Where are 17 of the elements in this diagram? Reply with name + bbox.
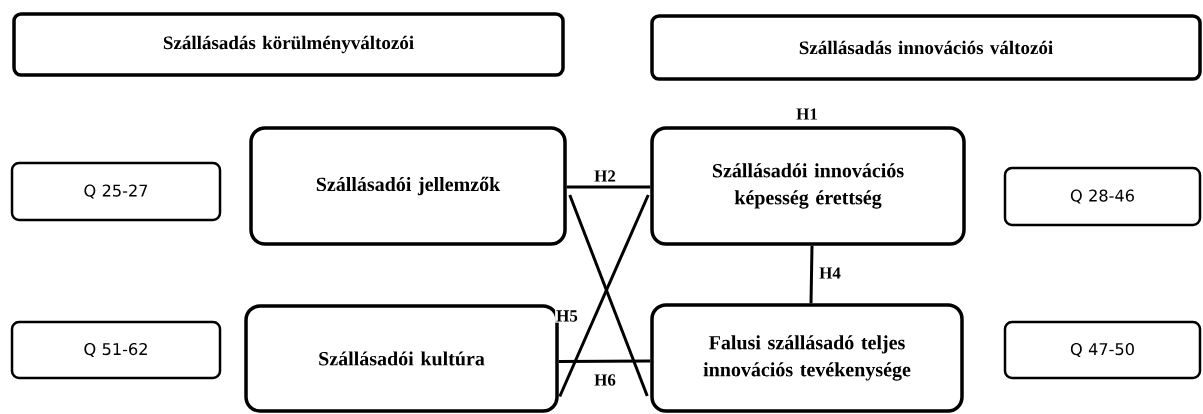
heading-box: Szállásadás körülményváltozói bbox=[12, 12, 565, 77]
question-box: Q 28-46 bbox=[1003, 166, 1202, 227]
question-box: Q 25-27 bbox=[10, 161, 222, 222]
hypothesis-label: H1 bbox=[796, 108, 817, 120]
question-box: Q 47-50 bbox=[1003, 320, 1202, 380]
heading-box: Szállásadás innovációs változói bbox=[650, 14, 1202, 81]
variable-box: Falusi szállásadó teljes innovációs tevékenysége bbox=[650, 303, 964, 413]
question-box: Q 51-62 bbox=[10, 320, 222, 380]
variable-box: Szállásadói innovációs képesség érettség bbox=[650, 126, 966, 246]
edge-label: H4 bbox=[818, 266, 842, 280]
connector-line bbox=[566, 185, 651, 189]
edge-label: H6 bbox=[593, 373, 617, 387]
edge-label: H2 bbox=[593, 169, 617, 183]
variable-box: Szállásadói jellemzők bbox=[249, 126, 567, 246]
connector-line bbox=[809, 245, 814, 304]
edge-label: H5 bbox=[555, 309, 579, 323]
connector-line bbox=[558, 359, 651, 363]
